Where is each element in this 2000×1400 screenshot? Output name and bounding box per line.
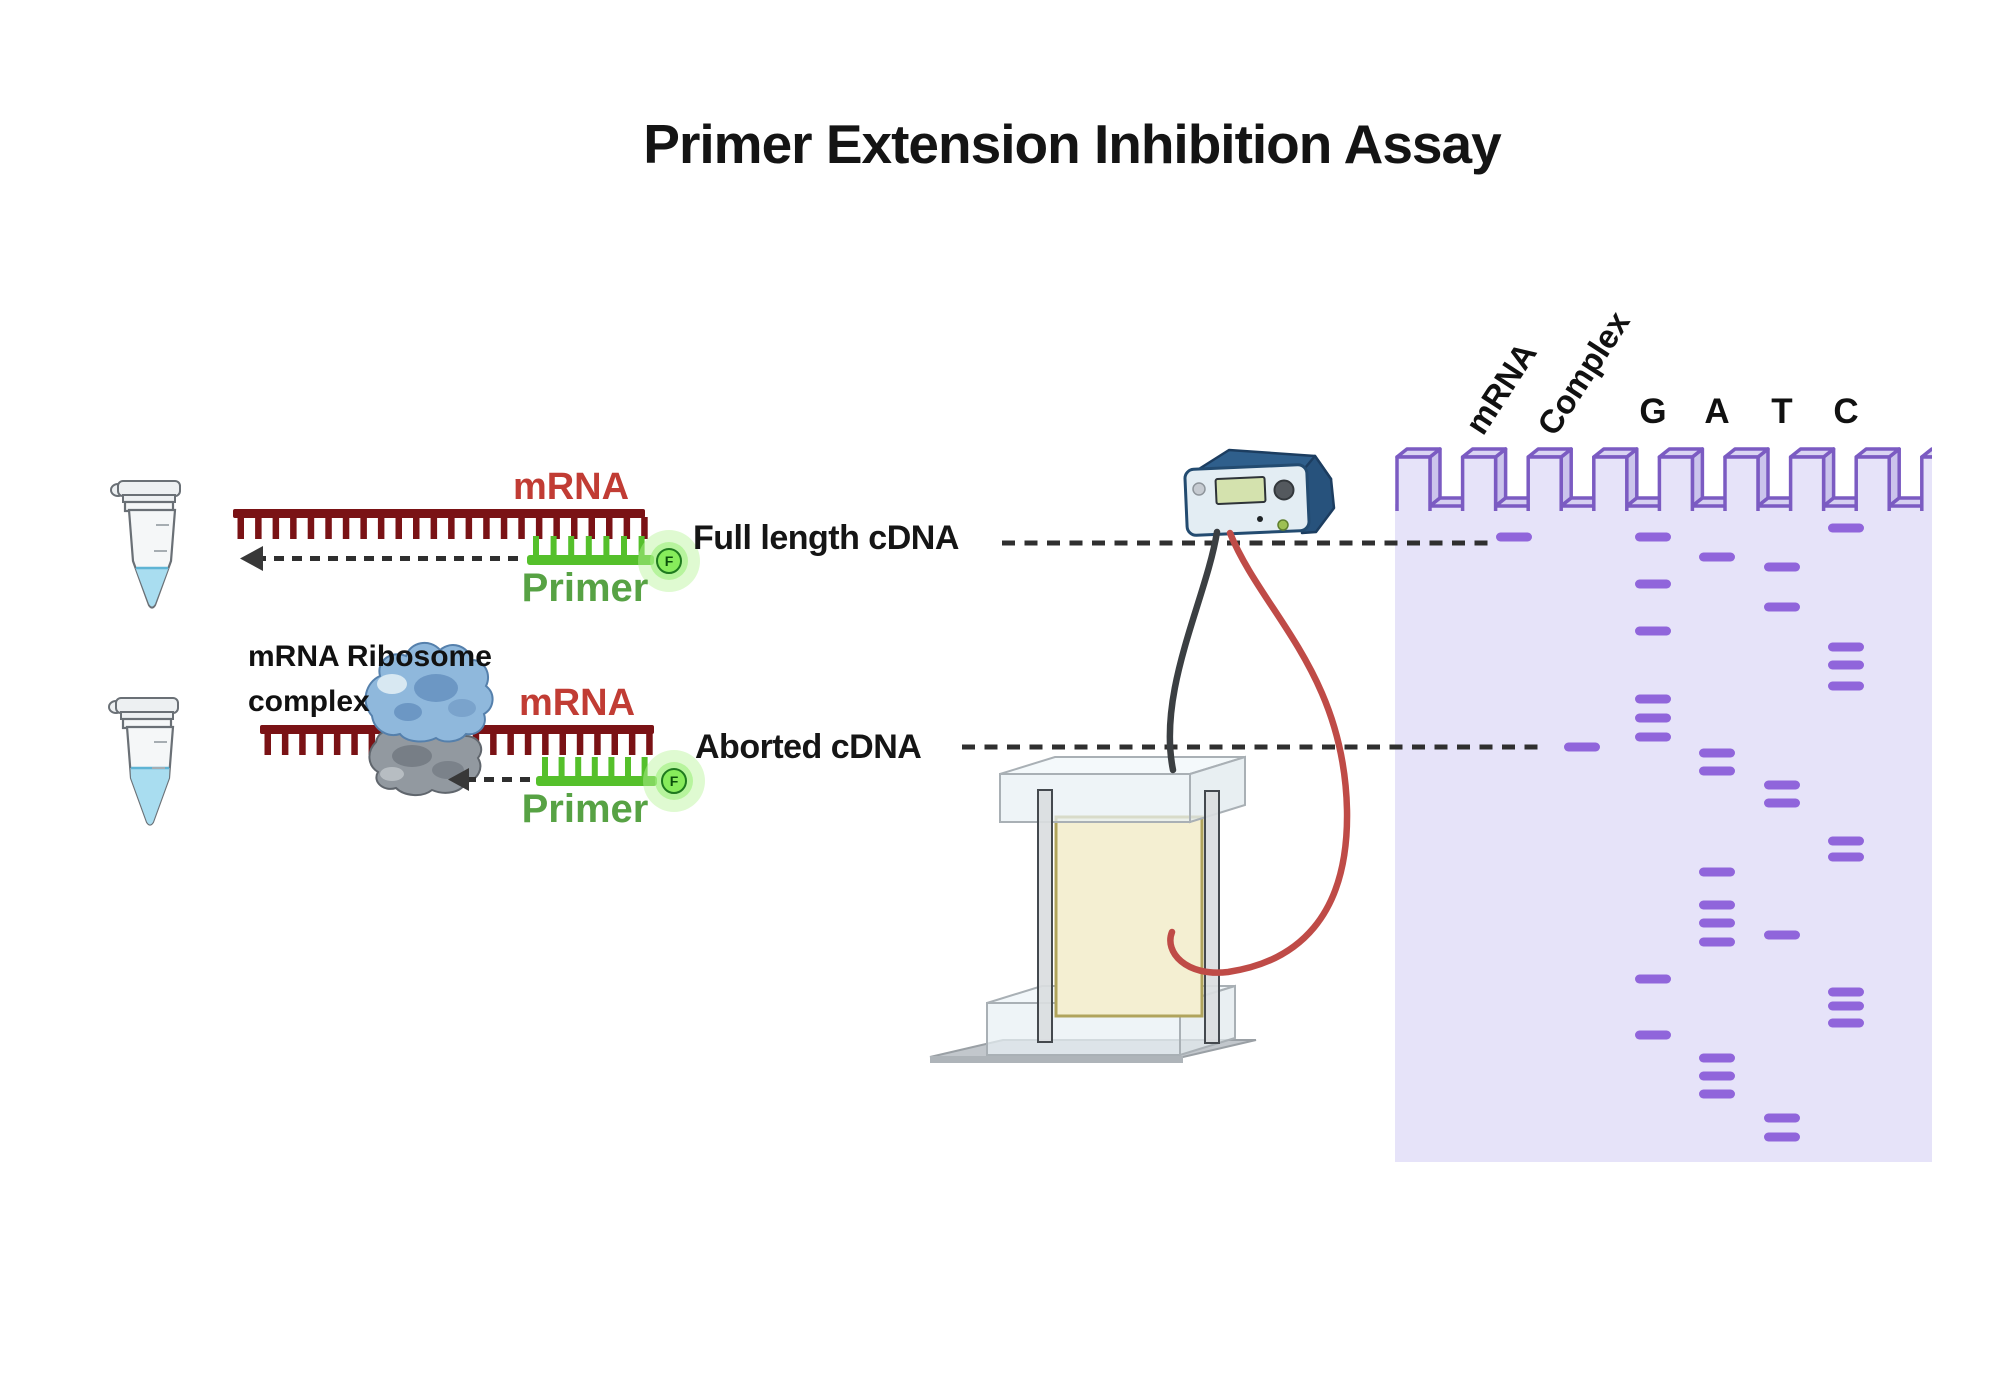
- gel-band-c: [1828, 1018, 1864, 1028]
- gel-band-c: [1828, 642, 1864, 652]
- red-wire: [1167, 529, 1351, 976]
- gel-lane-label-t: T: [1771, 392, 1793, 431]
- gel-band-g: [1635, 626, 1671, 636]
- gel-band-a: [1699, 748, 1735, 758]
- page-title: Primer Extension Inhibition Assay: [643, 113, 1501, 175]
- strand1-fluorophore-letter: F: [664, 553, 674, 569]
- sequencing-gel: [1395, 447, 1932, 1162]
- gel-band-g: [1635, 579, 1671, 589]
- reverse-transcription-arrow-2: [448, 768, 469, 791]
- reverse-transcription-arrow-1: [240, 546, 263, 571]
- gel-band-a: [1699, 867, 1735, 877]
- black-wire: [1166, 528, 1221, 774]
- strand1-mrna-label: mRNA: [512, 466, 630, 508]
- gel-band-g: [1635, 974, 1671, 984]
- fluorophore-2: [643, 750, 705, 812]
- ribosome-large-subunit: [364, 641, 494, 743]
- fluorophore-1: [638, 530, 700, 592]
- gel-band-c: [1828, 660, 1864, 670]
- mrna-strand-1: [233, 509, 700, 592]
- full-length-cdna-label: Full length cDNA: [693, 519, 959, 557]
- gel-band-mrna: [1496, 532, 1532, 542]
- microcentrifuge-tube-full-length: [110, 480, 181, 609]
- psu-led: [1277, 519, 1289, 531]
- gel-band-t: [1764, 562, 1800, 572]
- gel-band-c: [1828, 1001, 1864, 1011]
- complex-label-line2: complex: [248, 685, 370, 718]
- gel-band-t: [1764, 602, 1800, 612]
- clamp-rod-right: [1204, 790, 1220, 1044]
- complex-label-line1: mRNA Ribosome: [248, 640, 492, 673]
- gel-wells-comb: [1395, 447, 1932, 511]
- gel-band-c: [1828, 836, 1864, 846]
- gel-plate: [1054, 815, 1204, 1018]
- strand2-mrna-label: mRNA: [518, 682, 636, 724]
- strand1-primer-label: Primer: [521, 566, 649, 610]
- gel-band-a: [1699, 552, 1735, 562]
- gel-band-g: [1635, 694, 1671, 704]
- gel-band-g: [1635, 732, 1671, 742]
- gel-band-c: [1828, 681, 1864, 691]
- gel-band-c: [1828, 987, 1864, 997]
- gel-lane-label-g: G: [1639, 392, 1667, 431]
- aborted-cdna-label: Aborted cDNA: [695, 728, 922, 766]
- gel-band-t: [1764, 930, 1800, 940]
- gel-band-g: [1635, 532, 1671, 542]
- ribosome-small-subunit: [368, 724, 483, 796]
- psu-knob: [1273, 479, 1295, 501]
- psu-button: [1192, 482, 1206, 496]
- mrna-strand-2: [260, 641, 705, 812]
- gel-band-t: [1764, 1132, 1800, 1142]
- strand2-primer-label: Primer: [521, 787, 649, 831]
- gel-band-t: [1764, 780, 1800, 790]
- gel-band-a: [1699, 1053, 1735, 1063]
- gel-band-a: [1699, 1089, 1735, 1099]
- gel-band-t: [1764, 798, 1800, 808]
- gel-band-complex: [1564, 742, 1600, 752]
- psu-display: [1214, 476, 1267, 505]
- gel-band-g: [1635, 1030, 1671, 1040]
- clamp-rod-left: [1037, 789, 1053, 1043]
- gel-lane-label-a: A: [1704, 392, 1730, 431]
- gel-band-t: [1764, 1113, 1800, 1123]
- microcentrifuge-tube-complex: [108, 697, 179, 826]
- gel-bands: [1496, 523, 1864, 1142]
- gel-band-a: [1699, 1071, 1735, 1081]
- gel-band-c: [1828, 523, 1864, 533]
- gel-tank: [929, 755, 1257, 1063]
- strand2-fluorophore-letter: F: [669, 773, 679, 789]
- gel-band-a: [1699, 918, 1735, 928]
- gel-band-c: [1828, 852, 1864, 862]
- mrna-ribosome-complex-label: mRNA Ribosome complex: [248, 634, 492, 724]
- gel-band-g: [1635, 713, 1671, 723]
- gel-band-a: [1699, 937, 1735, 947]
- gel-lane-label-c: C: [1833, 392, 1859, 431]
- gel-band-a: [1699, 900, 1735, 910]
- gel-band-a: [1699, 766, 1735, 776]
- power-supply: [1183, 448, 1336, 537]
